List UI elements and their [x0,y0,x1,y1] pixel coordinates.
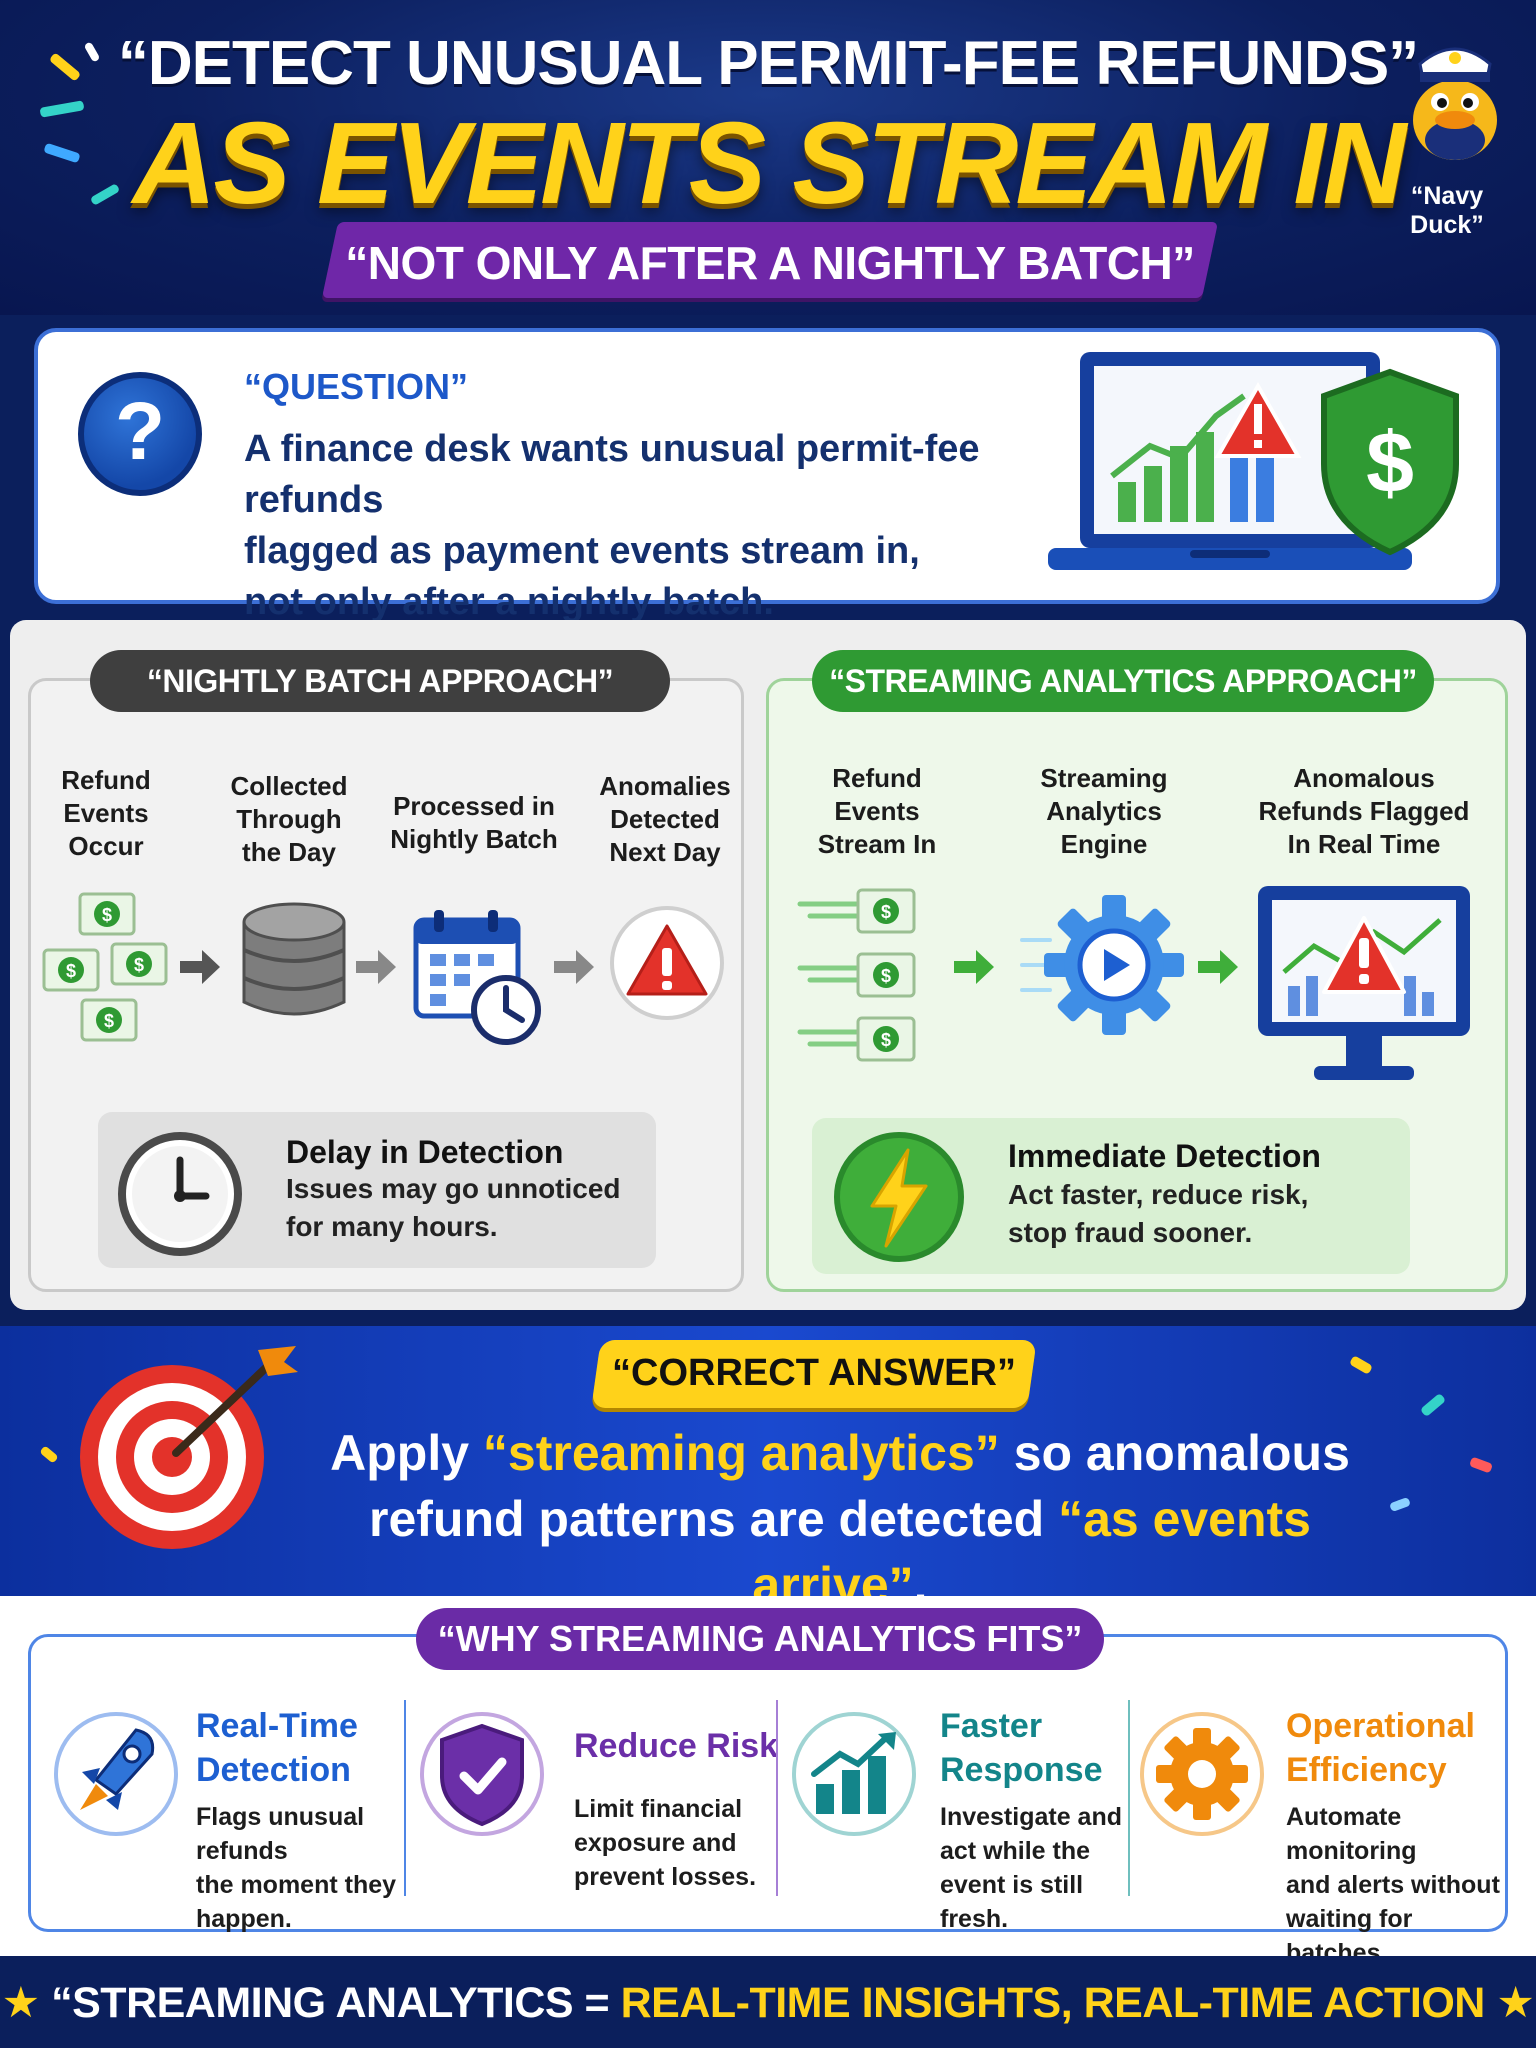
svg-text:$: $ [1366,415,1414,511]
batch-step-label: Refund Events Occur [61,765,151,861]
svg-text:$: $ [66,961,76,981]
arrow-right-icon [554,950,594,984]
gear-icon [1156,1728,1248,1820]
delay-note-title: Delay in Detection [286,1134,564,1170]
batch-step-label: Collected Through the Day [230,771,348,867]
svg-text:$: $ [881,902,891,922]
question-line: A finance desk wants unusual permit-fee … [244,428,980,521]
growth-chart-icon [811,1732,896,1814]
target-bullseye-icon [80,1346,298,1549]
page-subtitle: “NOT ONLY AFTER A NIGHTLY BATCH” [345,237,1195,289]
question-label: “QUESTION” [244,366,469,407]
why-item-text: Automate monitoring and alerts without w… [1286,1803,1500,1967]
dollar-stream-icon: $ $ $ [797,888,916,1062]
svg-text:$: $ [134,955,144,975]
why-divider [776,1700,778,1896]
shield-check-icon [440,1723,524,1827]
immediate-note-title: Immediate Detection [1008,1138,1321,1174]
footer-tagline: ★ “STREAMING ANALYTICS = REAL-TIME INSIG… [1,1979,1535,2027]
mascot-label: “Navy Duck” [1410,182,1484,239]
why-item-title: Reduce Risk [574,1727,779,1765]
question-mark-icon: ? [78,372,202,496]
immediate-note-text: Act faster, reduce risk, stop fraud soon… [1008,1179,1309,1248]
lightning-icon [834,1132,964,1262]
calendar-clock-icon [413,910,541,1045]
stream-step-label: Refund Events Stream In [817,763,937,859]
why-item-title: Operational Efficiency [1286,1707,1475,1789]
page-title-line-1: “DETECT UNUSUAL PERMIT-FEE REFUNDS” [117,29,1419,98]
laptop-warning-illustration-icon: $ [1048,352,1459,570]
why-item-title: Faster Response [940,1707,1103,1789]
why-divider [404,1700,406,1896]
dollar-bills-icon: $ $ $ $ [42,892,168,1042]
arrow-right-icon [180,950,220,984]
svg-text:$: $ [881,966,891,986]
why-divider [1128,1700,1130,1896]
svg-text:$: $ [104,1011,114,1031]
navy-duck-mascot-icon [1413,47,1497,160]
svg-text:$: $ [881,1030,891,1050]
why-item-text: Flags unusual refunds the moment they ha… [196,1803,397,1933]
database-icon [242,902,346,1016]
why-icon-circle [54,1712,178,1836]
clock-icon [118,1132,242,1256]
batch-step-label: Anomalies Detected Next Day [599,771,731,867]
warning-icon [610,906,724,1020]
stream-step-label: Anomalous Refunds Flagged In Real Time [1258,763,1470,859]
question-text: A finance desk wants unusual permit-fee … [244,424,1064,628]
question-line: not only after a nightly batch. [244,581,774,623]
question-line: flagged as payment events stream in, [244,530,920,572]
footer-banner [0,1956,1536,2048]
stream-step-label: Streaming Analytics Engine [1040,763,1168,859]
delay-note-text: Issues may go unnoticed for many hours. [286,1173,621,1242]
correct-answer-text: Apply “streaming analytics” so anomalous… [330,1425,1350,1613]
arrow-right-icon [356,950,396,984]
star-icon: ★ [1496,1979,1535,2027]
star-icon: ★ [1,1979,41,2027]
why-item-text: Limit financial exposure and prevent los… [574,1795,757,1891]
page-title-line-2: AS EVENTS STREAM IN [132,98,1407,228]
batch-step-label: Processed in Nightly Batch [390,791,558,854]
why-heading: “WHY STREAMING ANALYTICS FITS” [416,1608,1104,1670]
batch-approach-heading: “NIGHTLY BATCH APPROACH” [90,650,670,712]
monitor-warning-icon [1258,886,1470,1080]
correct-answer-label: “CORRECT ANSWER” [612,1352,1016,1394]
arrow-right-icon [954,950,994,984]
streaming-approach-heading: “STREAMING ANALYTICS APPROACH” [812,650,1434,712]
rocket-icon [80,1728,155,1810]
why-item-text: Investigate and act while the event is s… [940,1803,1122,1933]
svg-text:$: $ [102,905,112,925]
why-item-title: Real-Time Detection [196,1707,358,1789]
arrow-right-icon [1198,950,1238,984]
gear-play-icon [1020,895,1184,1035]
